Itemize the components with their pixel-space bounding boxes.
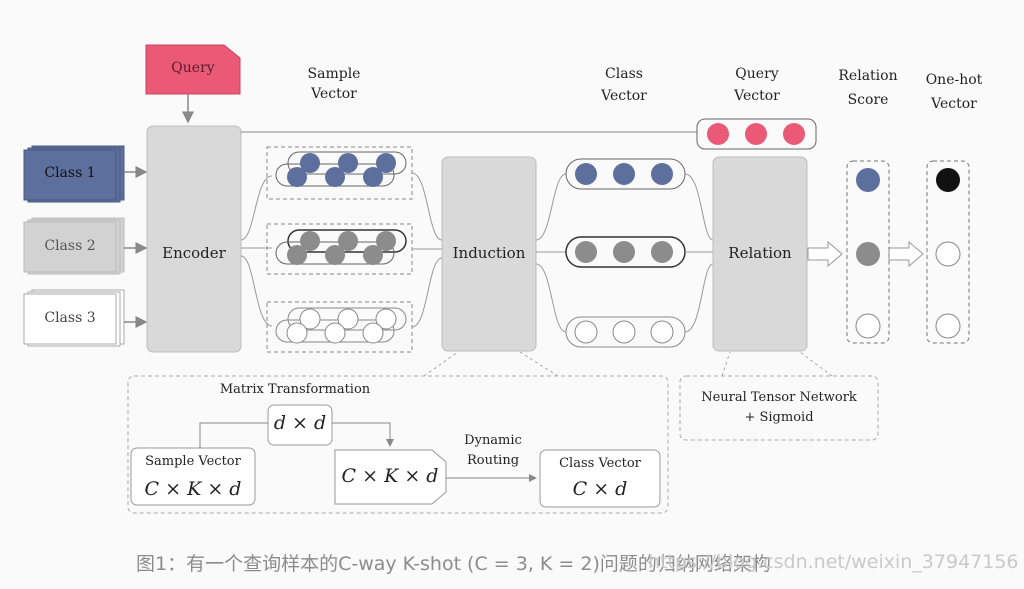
- dxd-to-ckd-arrow: [332, 422, 394, 447]
- class-vector-dims: C × d: [572, 478, 628, 500]
- relation-label: Relation: [728, 244, 792, 262]
- query-vector-title: Query Vector: [711, 63, 803, 107]
- watermark: https://blog.csdn.net/weixin_37947156: [648, 551, 1019, 573]
- class-vector-white: [565, 316, 686, 348]
- encoder-module: [146, 125, 242, 353]
- relation-score-vector: [846, 160, 890, 344]
- class-vector-gray: [565, 236, 686, 268]
- sample-vector-box-label: Sample Vector: [145, 454, 241, 469]
- relation-to-score-arrow: [807, 240, 843, 268]
- query-vector-title-line1: Query: [735, 66, 779, 82]
- sample-vector-group-3: [266, 301, 413, 353]
- class-vector-title: Class Vector: [578, 63, 670, 107]
- sample-vector-title: Sample Vector: [288, 64, 380, 104]
- encoder-label: Encoder: [162, 244, 226, 262]
- sample-vector-box: [130, 447, 256, 506]
- class-vector-box: [539, 449, 661, 508]
- relation-connector-left: [721, 351, 731, 377]
- dxd-box: [267, 404, 333, 446]
- induction-connector-right: [519, 351, 559, 377]
- matrix-transformation-label: Matrix Transformation: [219, 382, 371, 397]
- onehot-title: One-hot Vector: [908, 68, 1000, 116]
- sample-vector-group-2: [266, 223, 413, 275]
- induction-fanout: [535, 173, 567, 333]
- class-vector-title-line1: Class: [605, 66, 643, 82]
- relation-module: [712, 156, 808, 352]
- induction-module: [441, 156, 537, 352]
- induction-fanin: [411, 172, 443, 328]
- onehot-vector: [926, 160, 970, 344]
- score-to-onehot-arrow: [888, 240, 924, 268]
- class2-label: Class 2: [44, 238, 96, 254]
- sample-vector-group-1: [266, 146, 413, 200]
- class2-document: [23, 217, 125, 275]
- query-document: [145, 44, 241, 95]
- relation-score-title-line1: Relation: [838, 68, 898, 84]
- dynamic-routing-line2: Routing: [466, 453, 520, 468]
- dynamic-routing-label: Dynamic Routing: [448, 431, 538, 471]
- induction-label: Induction: [452, 244, 526, 262]
- relation-fanin: [684, 173, 714, 333]
- ckd-label: C × K × d: [341, 465, 439, 487]
- ckd-box: [334, 449, 447, 505]
- class-vector-title-line2: Vector: [601, 88, 647, 104]
- onehot-title-line2: Vector: [931, 96, 977, 112]
- figure-caption: 图1：有一个查询样本的C-way K-shot (C = 3, K = 2)问题…: [136, 553, 771, 575]
- class-vector-blue: [565, 158, 686, 190]
- query-label: Query: [171, 60, 215, 76]
- class3-label: Class 3: [44, 310, 96, 326]
- ntn-label-line1: Neural Tensor Network: [701, 390, 857, 405]
- sv-to-dxd-arrow: [199, 422, 268, 448]
- sample-vector-title-line2: Vector: [311, 86, 357, 102]
- ntn-label: Neural Tensor Network + Sigmoid: [682, 388, 876, 428]
- induction-connector-left: [423, 351, 459, 377]
- dxd-label: d × d: [273, 412, 327, 434]
- ntn-label-line2: + Sigmoid: [744, 410, 814, 425]
- query-vector-title-line2: Vector: [734, 88, 780, 104]
- sample-vector-dims: C × K × d: [144, 478, 242, 500]
- onehot-title-line1: One-hot: [925, 72, 983, 88]
- sample-vector-title-line1: Sample: [307, 66, 361, 82]
- query-vector: [696, 118, 817, 150]
- dynamic-routing-line1: Dynamic: [464, 433, 522, 448]
- class-vector-box-label: Class Vector: [559, 456, 641, 471]
- relation-score-title: Relation Score: [822, 64, 914, 112]
- class1-document: [23, 145, 125, 203]
- relation-score-title-line2: Score: [847, 92, 889, 108]
- relation-connector-right: [799, 351, 833, 377]
- class1-label: Class 1: [44, 165, 96, 181]
- class3-document: [23, 289, 125, 347]
- relation-detail-panel: [679, 375, 879, 441]
